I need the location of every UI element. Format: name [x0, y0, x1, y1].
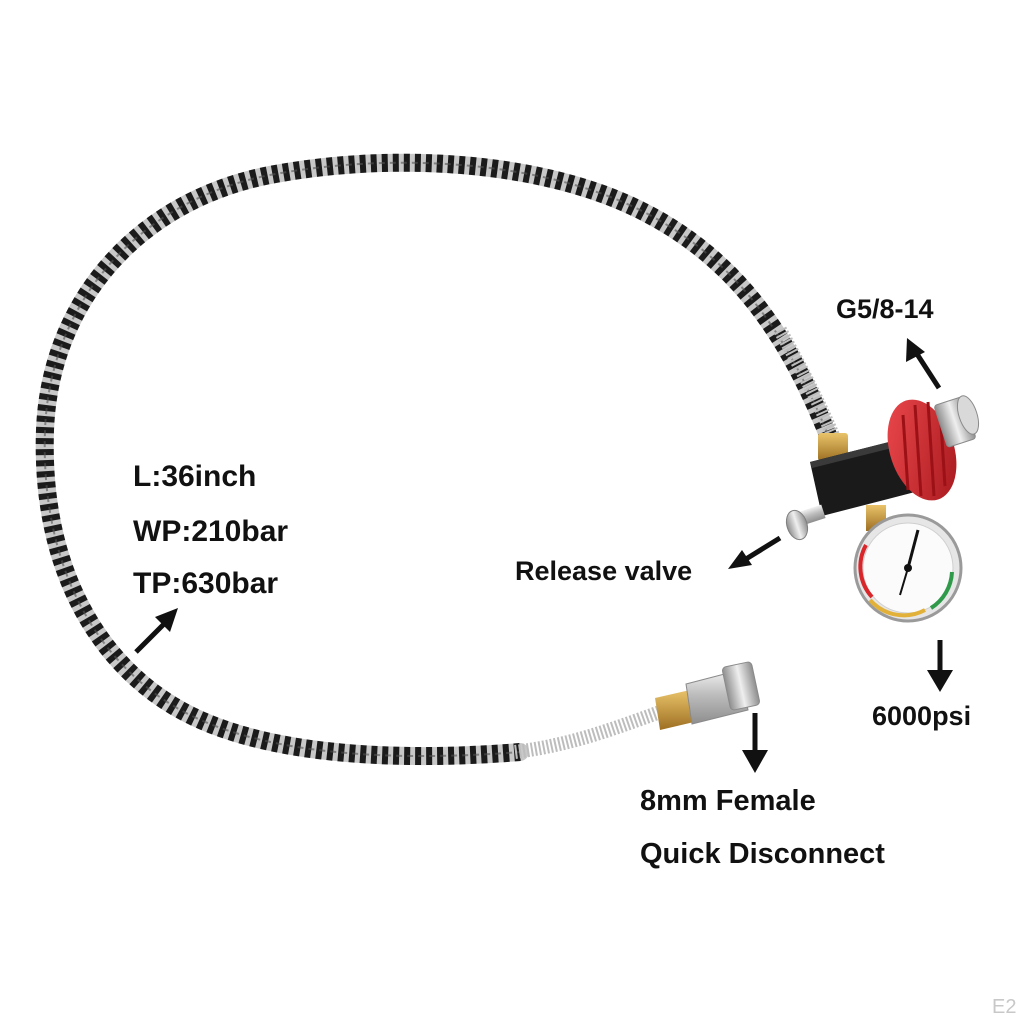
spec-length: L:36inch [133, 460, 257, 493]
release-valve [785, 504, 826, 541]
quick-disconnect-fitting [655, 661, 761, 730]
manifold-block [810, 438, 915, 516]
quick-disconnect-label-line2: Quick Disconnect [640, 838, 885, 870]
fill-adapter [887, 395, 980, 501]
arrow-to-release-label [728, 535, 782, 569]
gauge-rating-label: 6000psi [872, 701, 972, 731]
arrow-to-quick-disconnect-label [742, 713, 768, 773]
release-valve-label: Release valve [515, 556, 693, 586]
spec-working-pressure: WP:210bar [133, 515, 289, 548]
spring-guard-top [773, 326, 848, 461]
spring-guard-bottom [514, 705, 663, 759]
thread-size-label: G5/8-14 [836, 294, 934, 324]
arrow-to-thread [906, 338, 942, 390]
watermark: E2 [992, 996, 1017, 1018]
pressure-gauge [853, 505, 963, 623]
arrow-to-specs [134, 608, 178, 654]
spec-test-pressure: TP:630bar [133, 567, 279, 600]
hose [35, 153, 839, 766]
arrow-to-gauge-label [927, 640, 953, 692]
quick-disconnect-label-line1: 8mm Female [640, 785, 816, 817]
callout-arrows [134, 338, 953, 773]
